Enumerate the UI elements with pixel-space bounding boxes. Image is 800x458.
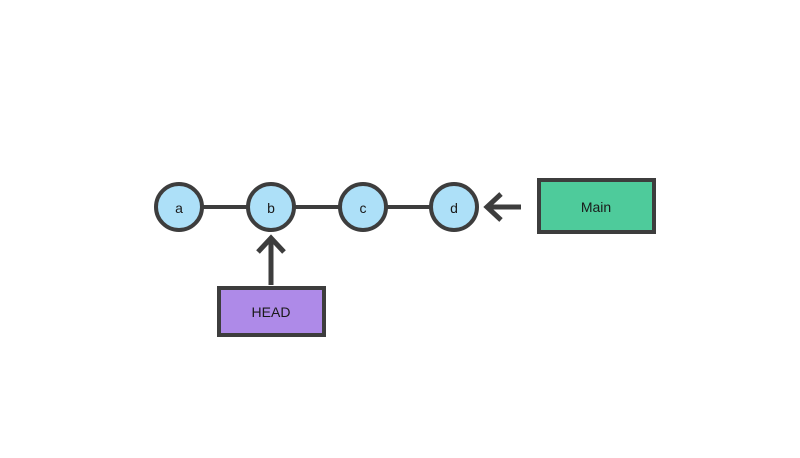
commit-label-d: d [450,200,458,216]
commit-circle-d[interactable] [429,182,479,232]
commit-label-a: a [175,200,183,216]
commit-node-d[interactable]: d [429,182,479,232]
head-pointer-box[interactable] [217,286,326,337]
main-branch-label[interactable]: Main [537,178,656,234]
head-pointer-text: HEAD [252,304,291,320]
commit-circle-c[interactable] [338,182,388,232]
commit-circle-a[interactable] [154,182,204,232]
main-branch-arrow-icon [483,192,521,222]
commit-node-c[interactable]: c [338,182,388,232]
commit-circle-b[interactable] [246,182,296,232]
main-branch-text: Main [581,199,611,215]
commit-node-b[interactable]: b [246,182,296,232]
head-pointer-label[interactable]: HEAD [217,286,326,337]
commit-node-a[interactable]: a [154,182,204,232]
main-branch-box[interactable] [537,178,656,234]
commit-label-c: c [360,200,367,216]
commit-label-b: b [267,200,275,216]
head-pointer-arrow-icon [256,234,286,285]
